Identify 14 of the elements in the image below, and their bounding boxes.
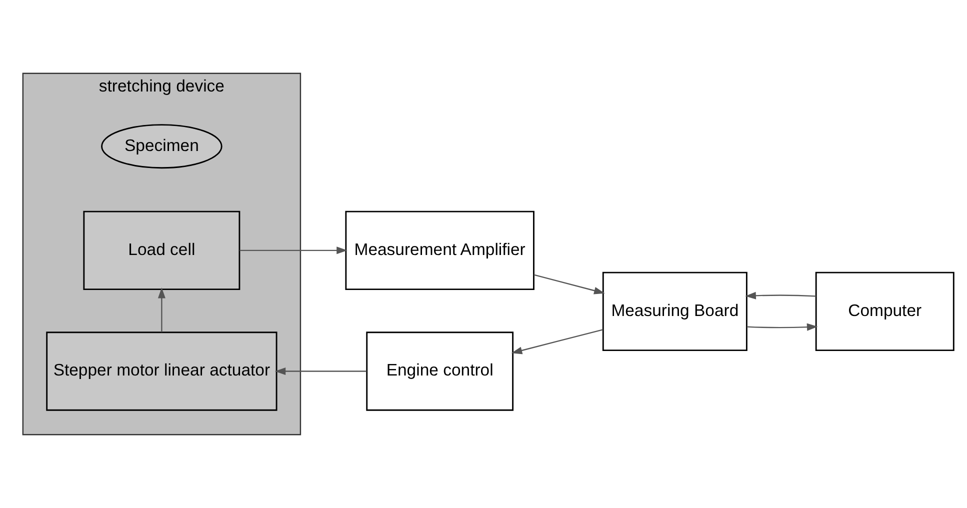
arrow — [745, 292, 816, 300]
arrow — [511, 329, 603, 354]
node-box: Engine control — [366, 332, 514, 411]
arrow — [158, 288, 166, 332]
arrow — [746, 323, 818, 331]
node-box: Load cell — [83, 210, 240, 290]
node-box: Measurement Amplifier — [345, 210, 534, 290]
node-box: Computer — [815, 272, 954, 352]
arrow — [274, 367, 367, 376]
node-box: Stepper motor linear actuator — [46, 332, 278, 411]
node-box: Measuring Board — [602, 272, 748, 352]
arrow — [534, 274, 605, 294]
arrow — [240, 246, 348, 254]
node-ellipse: Specimen — [101, 124, 222, 169]
